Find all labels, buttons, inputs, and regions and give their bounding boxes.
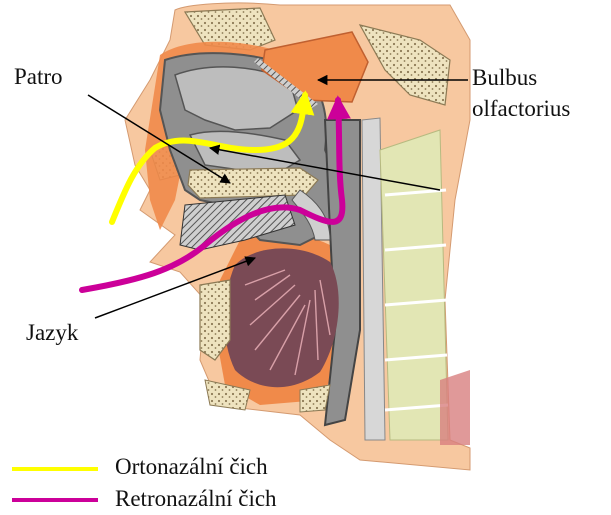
legend-retronasal-label: Retronazální čich (115, 487, 277, 510)
label-patro: Patro (14, 65, 63, 88)
label-bulbus: Bulbus (472, 66, 537, 89)
label-olfactorius: olfactorius (472, 97, 570, 120)
tongue (224, 248, 338, 387)
legend-swatches (12, 469, 98, 500)
label-jazyk: Jazyk (26, 321, 78, 344)
legend-orthonasal-label: Ortonazální čich (115, 455, 268, 478)
